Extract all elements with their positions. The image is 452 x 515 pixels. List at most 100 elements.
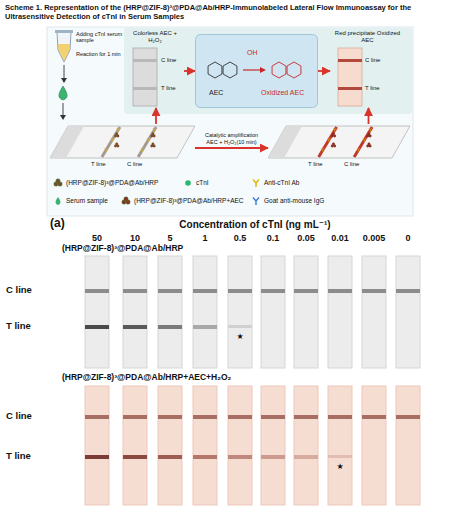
legend-item: (HRP@ZIF-8)³@PDA@Ab/HRP [52, 178, 158, 188]
step-note: Adding cTnI serum sample [76, 31, 124, 44]
readout-window-box: Colorless AEC + H₂O₂ C line T line [128, 30, 184, 108]
antibody-mark [105, 148, 108, 152]
antibody-mark [111, 138, 114, 142]
readout-window [133, 48, 157, 106]
concentration-value: 0.1 [267, 233, 280, 243]
strip-band [319, 127, 337, 157]
node-label: OH [247, 49, 258, 57]
strip-band [102, 127, 120, 157]
node-label: T line [365, 85, 380, 92]
legend-text: (HRP@ZIF-8)³@PDA@Ab/HRP [66, 179, 158, 186]
control-bands-plain [85, 289, 420, 293]
node-label: AEC [209, 89, 223, 97]
antibody-mark [117, 128, 120, 132]
sample-arrow [61, 65, 67, 83]
reaction-inset: AEC OH Oxidized AEC [195, 34, 318, 108]
concentration-value: 5 [167, 233, 172, 243]
concentration-value: 1 [202, 233, 207, 243]
test-bands-aec [85, 455, 352, 459]
test-bands-plain [85, 325, 252, 329]
legend-symbol [120, 196, 132, 206]
antibody-mark [147, 138, 150, 142]
legend-item: cTnI [182, 178, 209, 188]
control-bands-aec [85, 415, 420, 419]
legend-text: Serum sample [66, 197, 108, 204]
nanoparticle-cluster [331, 143, 336, 148]
antibody-mark [141, 148, 144, 152]
legend-text: cTnI [196, 179, 209, 186]
detection-limit-mark: ★ [336, 462, 343, 471]
flow-arrow [184, 70, 195, 72]
concentration-value: 0.01 [331, 233, 349, 243]
strip-body [268, 126, 410, 158]
arrow-label: Catalytic amplification AEC + H₂O₂(10 mi… [200, 132, 264, 145]
antibody-mark [327, 138, 330, 142]
node-heading: Colorless AEC + H₂O₂ [128, 30, 182, 44]
antibody-mark [369, 128, 372, 132]
node-label: T line [308, 161, 323, 168]
reaction-ground [124, 28, 412, 114]
nanoparticle-cluster [114, 133, 119, 138]
scheme-ground [47, 27, 413, 216]
drop-icon [59, 86, 67, 100]
reaction-arrow-head [260, 67, 266, 73]
control-band [133, 59, 157, 62]
node-label: T line [161, 85, 176, 92]
nanoparticle-cluster [366, 133, 371, 138]
line-label: C line [6, 411, 32, 422]
nanoparticle-cluster [150, 143, 155, 148]
flow-arrow [195, 147, 268, 149]
node-label: C line [365, 57, 380, 64]
readout-window-box: Red precipitate Oxidized AEC C line T line [330, 30, 407, 108]
legend-text: (HRP@ZIF-8)³@PDA@Ab/HRP+AEC [134, 197, 244, 204]
node-shape [195, 34, 318, 108]
line-label: C line [6, 285, 32, 296]
flow-arrow [318, 70, 330, 72]
concentration-value: 0.005 [363, 233, 386, 243]
legend-item: Goat anti-mouse IgG [250, 196, 324, 206]
legend-item: Serum sample [52, 196, 108, 206]
test-strips-plain [85, 256, 420, 368]
detection-limit-mark: ★ [236, 332, 243, 341]
tube-icon [55, 30, 73, 62]
legend-symbol [250, 196, 262, 206]
control-band [338, 59, 362, 62]
legend-item: (HRP@ZIF-8)³@PDA@Ab/HRP+AEC [120, 196, 244, 206]
concentration-value: 50 [92, 233, 102, 243]
strip-node: T line C line [50, 124, 195, 172]
legend-item: Anti-cTnI Ab [250, 178, 299, 188]
probe-name: (HRP@ZIF-8)³@PDA@Ab/HRP [62, 244, 183, 254]
sample-pad [50, 126, 84, 158]
line-label: T line [6, 321, 31, 332]
nanoparticle-cluster [114, 143, 119, 148]
legend-symbol [52, 196, 64, 206]
nanoparticle-cluster [366, 143, 371, 148]
drop-arrow [60, 103, 66, 120]
flow-arrow [155, 108, 157, 124]
legend-symbol [250, 178, 262, 188]
panel-letter: (a) [50, 217, 65, 231]
step-note: Reaction for 1 min [76, 51, 124, 57]
node-heading: Red precipitate Oxidized AEC [330, 30, 405, 44]
concentration-value: 0.05 [297, 233, 315, 243]
concentration-value: 10 [130, 233, 140, 243]
sample-pad [268, 126, 302, 158]
axis-title: Concentration of cTnI (ng mL⁻¹) [179, 219, 330, 231]
test-strips-aec [85, 386, 420, 505]
strip-body [50, 126, 195, 158]
line-label: T line [6, 451, 31, 462]
node-label: C line [127, 161, 142, 168]
node-label: T line [91, 161, 106, 168]
node-label: C line [344, 161, 359, 168]
node-shape [50, 124, 195, 172]
probe-name: (HRP@ZIF-8)³@PDA@Ab/HRP+AEC+H₂O₂ [62, 373, 231, 383]
oxidized-aec-molecule [272, 62, 301, 78]
legend-text: Anti-cTnI Ab [264, 179, 299, 186]
node-label: C line [161, 57, 176, 64]
antibody-mark [363, 138, 366, 142]
nanoparticle-cluster [150, 133, 155, 138]
node-label: Oxidized AEC [261, 89, 304, 97]
concentration-value: 0 [405, 233, 410, 243]
concentration-value: 0.5 [234, 233, 247, 243]
flow-arrow [368, 108, 370, 124]
